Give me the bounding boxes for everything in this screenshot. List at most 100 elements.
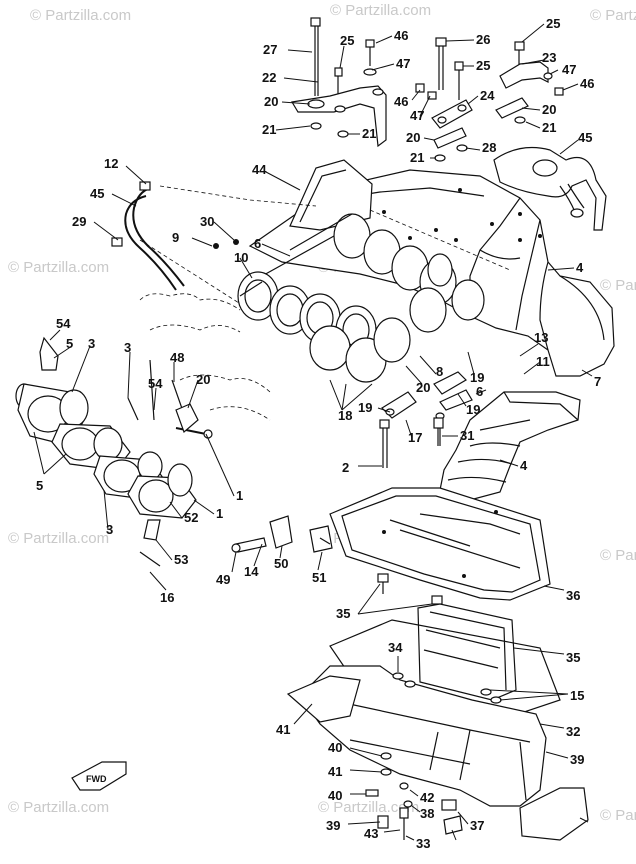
callout-label: 53 bbox=[174, 552, 188, 567]
direction-arrow: FWD bbox=[71, 761, 127, 791]
callout-label: 22 bbox=[262, 70, 276, 85]
callout-label: 10 bbox=[234, 250, 248, 265]
callout-label: 20 bbox=[406, 130, 420, 145]
watermark: © Partzilla.com bbox=[600, 547, 636, 564]
callout-label: 5 bbox=[66, 336, 73, 351]
watermark: © Partzilla.com bbox=[318, 799, 419, 816]
lower-assembly bbox=[329, 371, 581, 614]
callout-label: 50 bbox=[274, 556, 288, 571]
callout-label: 4 bbox=[576, 260, 584, 275]
callout-label: 4 bbox=[520, 458, 528, 473]
callout-label: 28 bbox=[482, 140, 496, 155]
callout-label: 20 bbox=[416, 380, 430, 395]
callout-label: 3 bbox=[124, 340, 131, 355]
callout-label: 23 bbox=[542, 50, 556, 65]
callout-label: 47 bbox=[396, 56, 410, 71]
watermark: © Partzilla.com bbox=[8, 530, 109, 547]
callout-label: 40 bbox=[328, 788, 342, 803]
carb-joints bbox=[15, 336, 213, 567]
callout-label: 3 bbox=[88, 336, 95, 351]
callout-label: 45 bbox=[90, 186, 104, 201]
callout-label: 19 bbox=[358, 400, 372, 415]
callout-label: 1 bbox=[236, 488, 243, 503]
watermark: © Partzilla.com bbox=[30, 7, 131, 24]
callout-label: 7 bbox=[594, 374, 601, 389]
callout-label: 48 bbox=[170, 350, 184, 365]
callout-label: 25 bbox=[476, 58, 490, 73]
callout-label: 24 bbox=[480, 88, 495, 103]
callout-labels: 27 25 46 26 25 22 47 25 23 47 46 20 46 4… bbox=[36, 16, 601, 851]
callout-label: 43 bbox=[364, 826, 378, 841]
callout-label: 26 bbox=[476, 32, 490, 47]
callout-label: 20 bbox=[264, 94, 278, 109]
callout-label: 29 bbox=[72, 214, 86, 229]
callout-label: 41 bbox=[328, 764, 342, 779]
callout-label: 51 bbox=[312, 570, 326, 585]
callout-label: 2 bbox=[342, 460, 349, 475]
callout-label: 32 bbox=[566, 724, 580, 739]
callout-label: 46 bbox=[394, 28, 408, 43]
callout-label: 21 bbox=[262, 122, 276, 137]
callout-label: 37 bbox=[470, 818, 484, 833]
callout-label: 19 bbox=[470, 370, 484, 385]
watermark: © Partzilla.com bbox=[8, 259, 109, 276]
small-fasteners bbox=[231, 515, 333, 553]
callout-label: 36 bbox=[566, 588, 580, 603]
direction-label: FWD bbox=[86, 774, 107, 784]
callout-label: 25 bbox=[546, 16, 560, 31]
callout-label: 21 bbox=[410, 150, 424, 165]
watermark: © Partzilla.com bbox=[590, 7, 636, 24]
callout-label: 11 bbox=[536, 354, 550, 369]
callout-label: 39 bbox=[326, 818, 340, 833]
callout-label: 21 bbox=[362, 126, 376, 141]
callout-label: 47 bbox=[410, 108, 424, 123]
callout-label: 34 bbox=[388, 640, 403, 655]
callout-label: 52 bbox=[184, 510, 198, 525]
callout-label: 35 bbox=[566, 650, 580, 665]
engine-ghost bbox=[111, 181, 271, 421]
callout-label: 49 bbox=[216, 572, 230, 587]
callout-label: 20 bbox=[542, 102, 556, 117]
callout-label: 54 bbox=[56, 316, 71, 331]
callout-label: 14 bbox=[244, 564, 259, 579]
callout-label: 40 bbox=[328, 740, 342, 755]
leader-lines bbox=[33, 23, 593, 841]
intake-funnels bbox=[213, 213, 485, 383]
callout-label: 9 bbox=[172, 230, 179, 245]
callout-label: 12 bbox=[104, 156, 118, 171]
callout-label: 47 bbox=[562, 62, 576, 77]
callout-label: 30 bbox=[200, 214, 214, 229]
callout-label: 6 bbox=[254, 236, 261, 251]
callout-label: 18 bbox=[338, 408, 352, 423]
callout-label: 8 bbox=[436, 364, 443, 379]
callout-label: 33 bbox=[416, 836, 430, 851]
callout-label: 17 bbox=[408, 430, 422, 445]
watermark: © Partzilla.com bbox=[8, 799, 109, 816]
callout-label: 6 bbox=[476, 384, 483, 399]
callout-label: 31 bbox=[460, 428, 474, 443]
callout-label: 19 bbox=[466, 402, 480, 417]
watermark: © Partzilla.com bbox=[330, 2, 431, 19]
callout-label: 3 bbox=[106, 522, 113, 537]
callout-label: 21 bbox=[542, 120, 556, 135]
callout-label: 1 bbox=[216, 506, 223, 521]
callout-label: 27 bbox=[263, 42, 277, 57]
callout-label: 38 bbox=[420, 806, 434, 821]
callout-label: 25 bbox=[340, 33, 354, 48]
callout-label: 54 bbox=[148, 376, 163, 391]
callout-label: 42 bbox=[420, 790, 434, 805]
callout-label: 35 bbox=[336, 606, 350, 621]
watermark: © Partzilla.com bbox=[600, 277, 636, 294]
filter-and-tray bbox=[286, 603, 589, 841]
watermark: © Partzilla.com bbox=[600, 807, 636, 824]
callout-label: 16 bbox=[160, 590, 174, 605]
callout-label: 5 bbox=[36, 478, 43, 493]
callout-label: 20 bbox=[196, 372, 210, 387]
callout-label: 39 bbox=[570, 752, 584, 767]
callout-label: 45 bbox=[578, 130, 592, 145]
callout-label: 41 bbox=[276, 722, 290, 737]
callout-label: 13 bbox=[534, 330, 548, 345]
callout-label: 46 bbox=[580, 76, 594, 91]
callout-label: 46 bbox=[394, 94, 408, 109]
